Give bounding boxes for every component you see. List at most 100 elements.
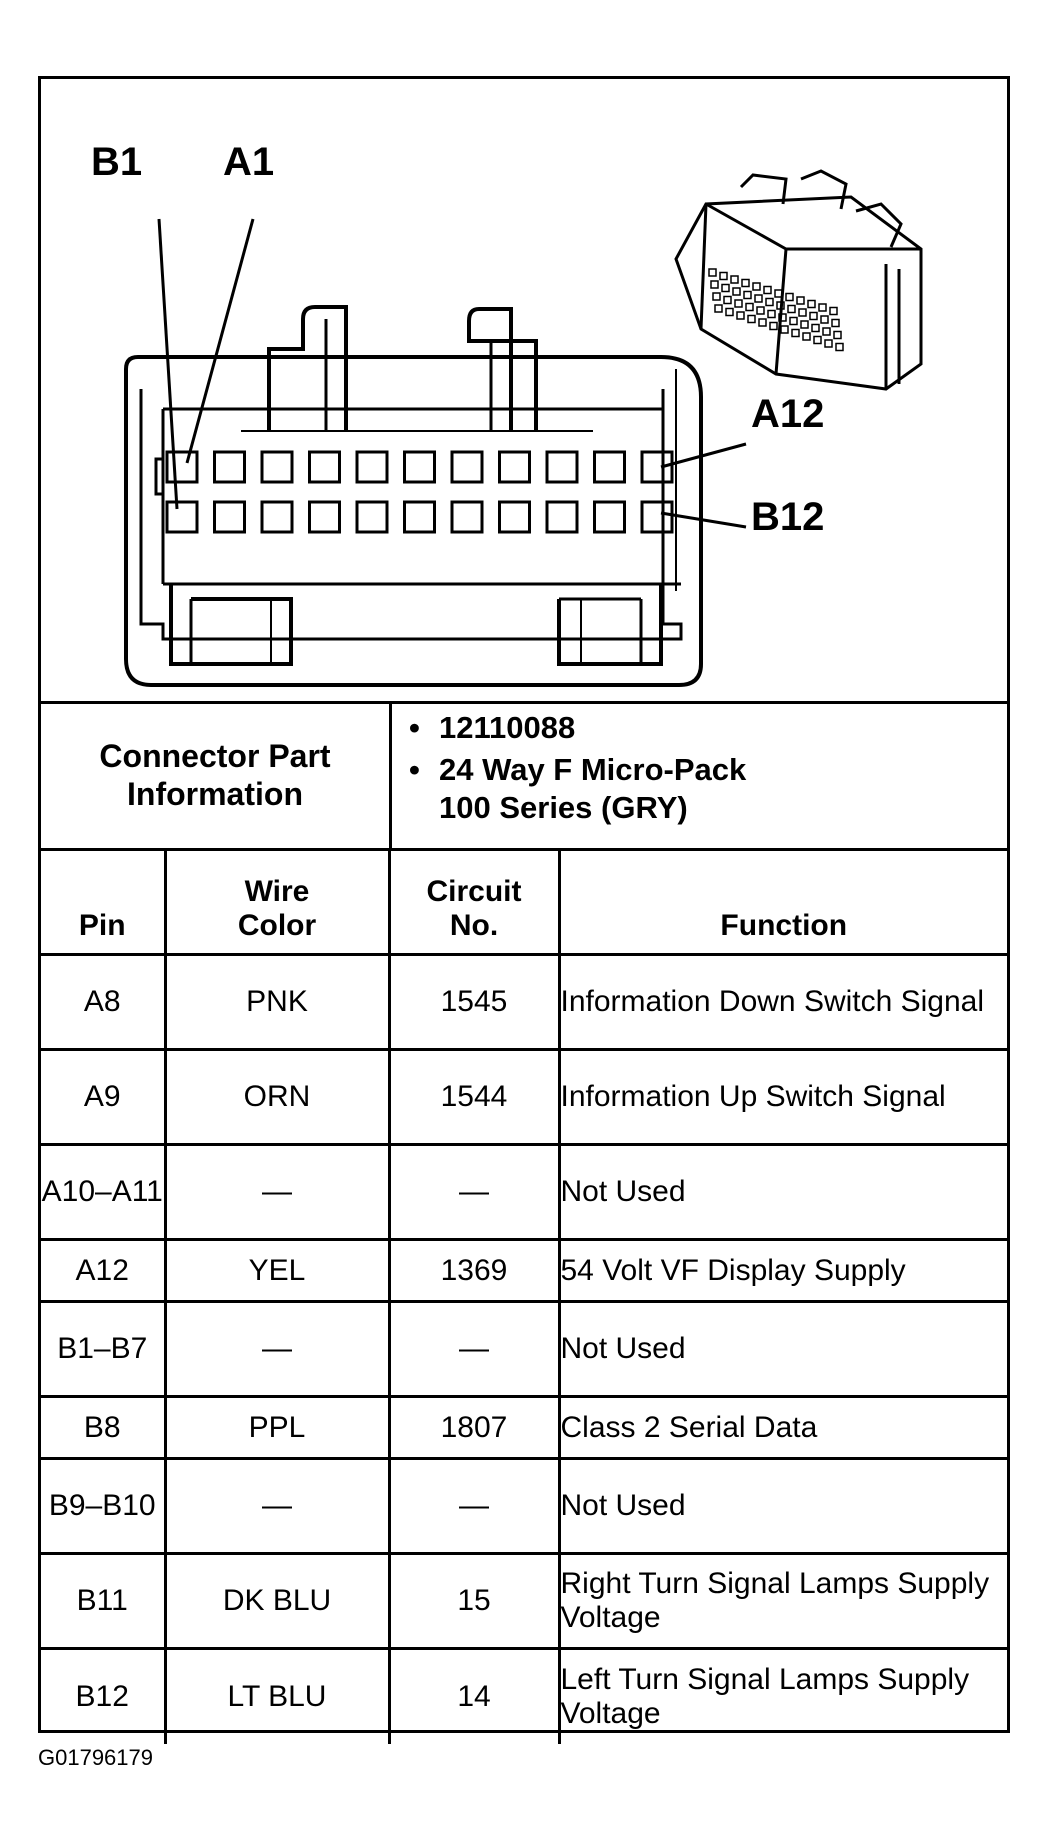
sketch-pin-cavity	[829, 306, 838, 316]
sketch-pin-cavity	[774, 289, 783, 298]
sketch-pin-cavity	[824, 339, 833, 348]
connector-housing-inner	[139, 389, 683, 641]
wire-color-cell: YEL	[163, 1238, 391, 1303]
circuit-number-cell: 1369	[387, 1238, 561, 1303]
pin-cell: B11	[41, 1552, 167, 1650]
sketch-pin-cavity	[712, 292, 721, 301]
pin-cell: B12	[41, 1647, 167, 1744]
label-b1: B1	[91, 140, 143, 184]
pin-cell: A8	[41, 953, 167, 1051]
bottom-right-lock	[557, 584, 663, 666]
table-row: B1–B7——Not Used	[41, 1300, 1007, 1398]
a12-leader	[660, 442, 747, 469]
bottom-left-lock	[169, 584, 293, 666]
sketch-pin-cavity	[833, 330, 842, 340]
b1-leader	[157, 218, 179, 510]
sketch-pin-cavity	[791, 328, 800, 338]
circuit-number-cell: 1545	[387, 953, 561, 1051]
pin-cell: A9	[41, 1048, 167, 1146]
pin-row-a	[165, 450, 674, 484]
sketch-pin-cavity	[776, 301, 785, 310]
sketch-pin-cavity	[763, 285, 772, 295]
sketch-pin-cavity	[725, 307, 734, 317]
pin-cell: A12	[41, 1238, 167, 1303]
sketch-pin-cavity	[798, 308, 807, 317]
sketch-pin-cavity	[787, 304, 796, 314]
connector-part-label-line2: Information	[127, 775, 303, 812]
sketch-pin-cavity	[785, 292, 794, 302]
figure-id: G01796179	[38, 1745, 153, 1770]
wire-color-cell: PPL	[163, 1395, 391, 1460]
sketch-pin-cavity	[719, 271, 728, 281]
pin-cavity	[260, 450, 294, 484]
part-number: 12110088	[409, 709, 799, 747]
wire-color-cell: ORN	[163, 1048, 391, 1146]
sketch-pin-cavity	[756, 306, 765, 315]
circuit-number-cell: 14	[387, 1647, 561, 1744]
function-cell: Left Turn Signal Lamps Supply Voltage	[557, 1647, 1007, 1744]
sketch-pin-cavity	[710, 280, 719, 289]
sketch-pin-cavity	[809, 311, 818, 321]
pin-cavity	[213, 500, 246, 534]
sketch-pin-cavity	[820, 315, 829, 324]
sketch-pin-cavity	[758, 318, 767, 327]
sketch-pin-cavity	[796, 296, 805, 305]
sketch-pin-cavity	[714, 304, 723, 313]
sketch-pin-cavity	[765, 297, 774, 307]
sketch-pin-cavity	[802, 332, 811, 341]
connector-drawing: B1 A1 A12 B12	[41, 79, 1007, 704]
function-cell: Information Up Switch Signal	[557, 1048, 1007, 1146]
b12-leader	[660, 511, 747, 529]
wire-color-cell: PNK	[163, 953, 391, 1051]
sketch-pin-cavity	[811, 323, 820, 333]
a1-leader	[185, 218, 255, 464]
connector-face-illustration	[124, 169, 923, 687]
sketch-pin-cavity	[745, 302, 754, 312]
function-cell: Not Used	[557, 1457, 1007, 1555]
circuit-number-cell: 15	[387, 1552, 561, 1650]
pin-cavity	[403, 450, 436, 484]
connector-diagram-frame: B1 A1 A12 B12 Connector Part Information…	[38, 76, 1010, 1744]
sketch-pin-cavity	[807, 299, 816, 309]
connector-part-info-label: Connector Part Information	[41, 701, 392, 848]
pin-cavity	[498, 450, 531, 484]
left-latch	[267, 305, 348, 431]
pin-cavity	[355, 450, 389, 484]
pin-cavity	[450, 500, 484, 534]
connector-part-label-line1: Connector Part	[99, 737, 331, 774]
sketch-pin-cavity	[818, 303, 827, 312]
sketch-pin-cavity	[754, 294, 763, 303]
pin-cavity	[308, 450, 341, 484]
pin-cavity	[165, 450, 199, 484]
connector-housing-outline	[124, 355, 703, 687]
pin-cell: B1–B7	[41, 1300, 167, 1398]
sketch-pin-cavity	[778, 313, 787, 322]
pin-cavity	[308, 500, 341, 534]
function-cell: Class 2 Serial Data	[557, 1395, 1007, 1460]
pin-row-b	[165, 500, 674, 534]
wire-color-cell: —	[163, 1143, 391, 1241]
pin-cavity	[165, 500, 199, 534]
table-row: A10–A11——Not Used	[41, 1143, 1007, 1241]
pin-cavity	[450, 450, 484, 484]
function-cell: Information Down Switch Signal	[557, 953, 1007, 1051]
sketch-pin-cavity	[721, 283, 730, 293]
sketch-pin-cavity	[813, 335, 822, 345]
right-latch	[467, 307, 538, 431]
wire-color-cell: DK BLU	[163, 1552, 391, 1650]
circuit-number-cell: —	[387, 1300, 561, 1398]
pin-cell: A10–A11	[41, 1143, 167, 1241]
label-a12: A12	[751, 392, 825, 436]
sketch-pin-cavity	[789, 316, 798, 326]
sketch-pin-cavity	[741, 278, 750, 288]
sketch-pin-cavity	[769, 321, 778, 331]
header-pin: Pin	[41, 851, 167, 956]
pin-cavity	[403, 500, 436, 534]
connector-description: 24 Way F Micro-Pack 100 Series (GRY)	[409, 751, 799, 827]
label-a1: A1	[223, 140, 275, 184]
